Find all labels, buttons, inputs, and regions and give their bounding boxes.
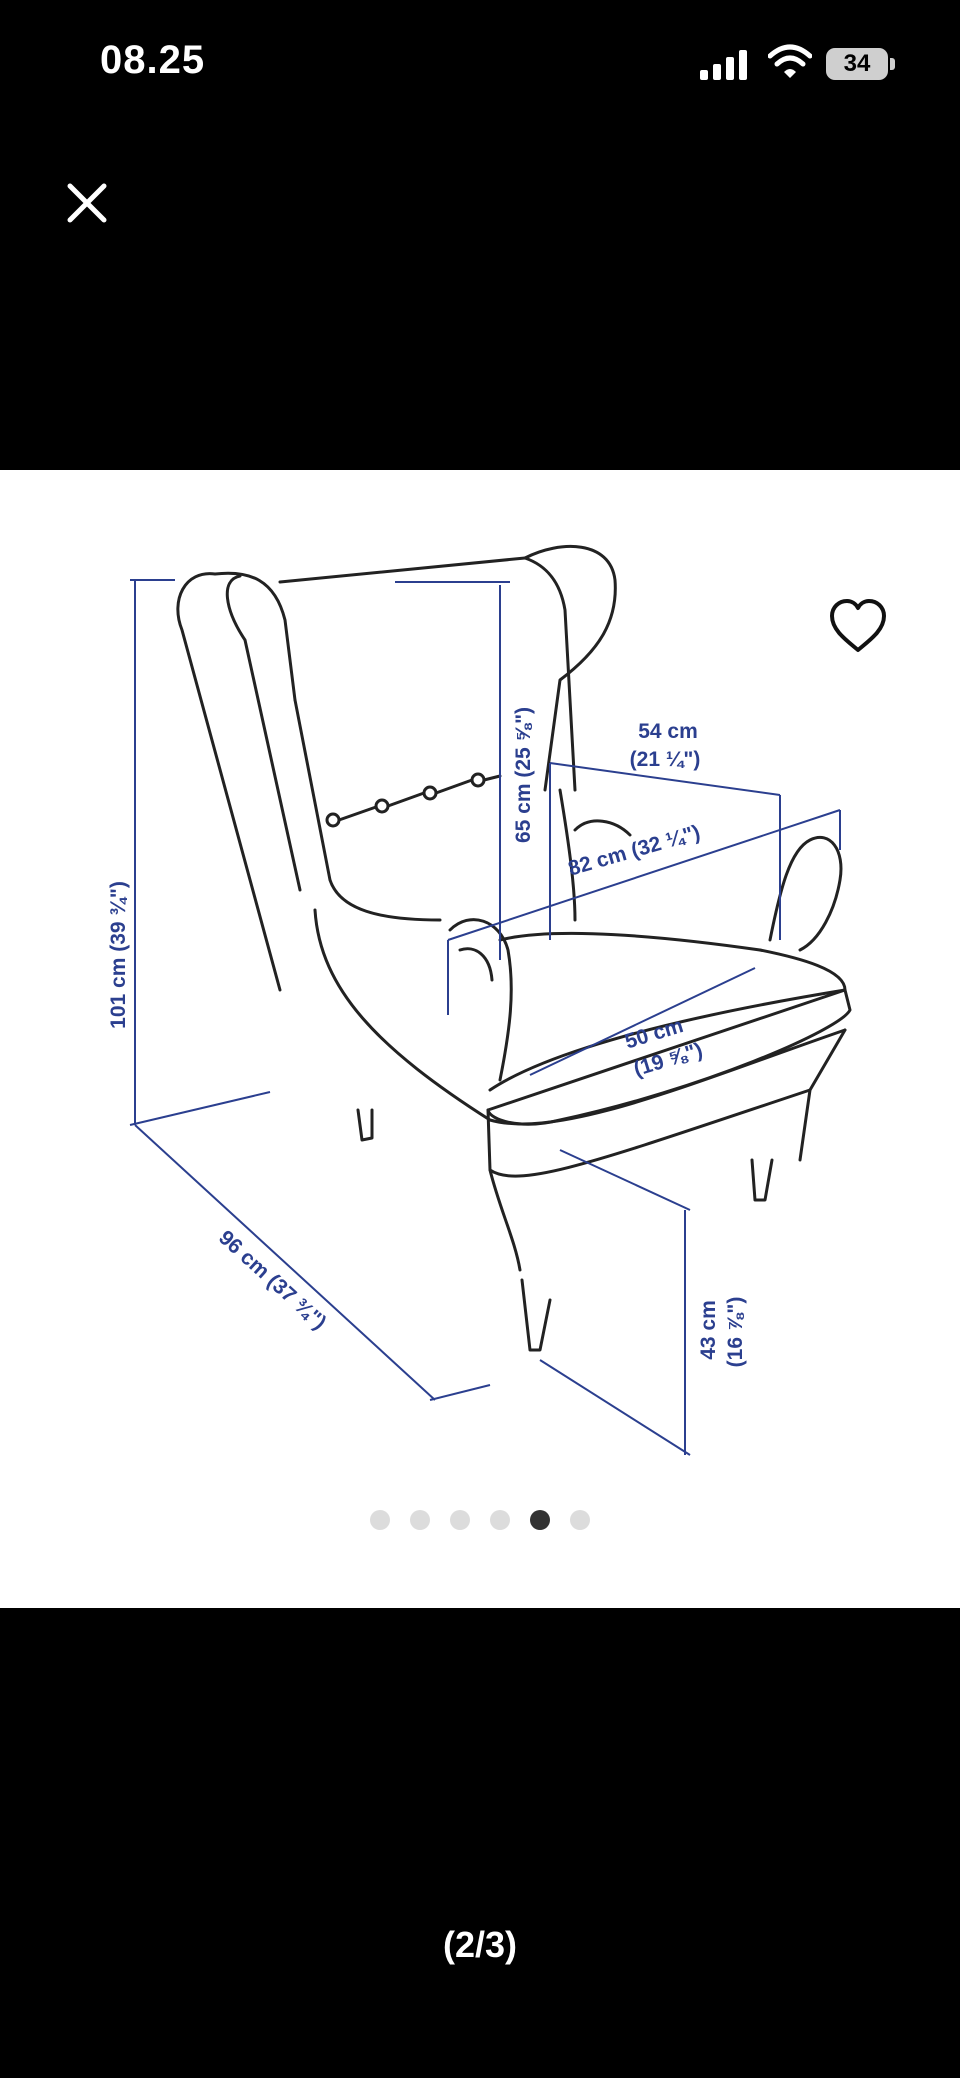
dimension-seat-width-inner-in: (21 ¼") (630, 748, 701, 771)
status-time: 08.25 (100, 38, 206, 82)
image-counter: (2/3) (442, 1924, 518, 1965)
wifi-icon (768, 44, 812, 78)
close-icon[interactable] (62, 178, 112, 228)
battery-level: 34 (826, 48, 888, 80)
battery-tip (890, 58, 895, 70)
signal-icon (700, 50, 747, 80)
dimension-depth-total: 96 cm (37 ¾") (214, 1226, 330, 1334)
dimension-height-total: 101 cm (39 ¾") (107, 881, 130, 1029)
product-dimension-image: 101 cm (39 ¾") 65 cm (25 ⅝") 54 cm (21 ¼… (107, 544, 852, 1456)
pagination-dots (0, 1510, 960, 1534)
status-bar: 08.25 34 (0, 0, 960, 130)
pagination-dot[interactable] (530, 1510, 550, 1530)
heart-icon[interactable] (826, 596, 890, 656)
dimension-back-height: 65 cm (25 ⅝") (512, 707, 535, 843)
battery-icon: 34 (826, 48, 896, 80)
pagination-dot[interactable] (410, 1510, 430, 1530)
dimension-seat-height-in: (16 ⅞") (724, 1297, 747, 1368)
pagination-dot[interactable] (370, 1510, 390, 1530)
image-viewer[interactable]: 101 cm (39 ¾") 65 cm (25 ⅝") 54 cm (21 ¼… (0, 470, 960, 1608)
dimension-seat-height: 43 cm (697, 1300, 720, 1360)
pagination-dot[interactable] (490, 1510, 510, 1530)
pagination-dot[interactable] (570, 1510, 590, 1530)
dimension-width-total: 82 cm (32 ¼") (566, 821, 703, 881)
pagination-dot[interactable] (450, 1510, 470, 1530)
dimension-seat-width-inner: 54 cm (638, 720, 698, 743)
